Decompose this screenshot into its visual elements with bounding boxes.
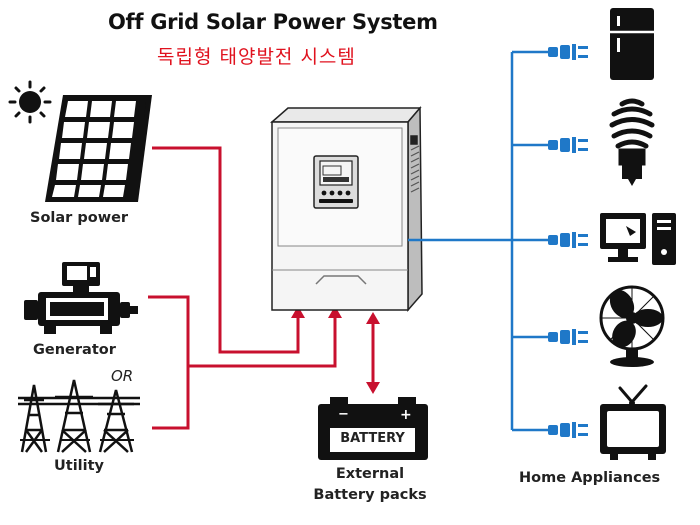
or-label: OR [111, 367, 134, 385]
light-bulb-icon [609, 98, 655, 187]
home-appliances-label: Home Appliances [519, 470, 661, 486]
output-lines [408, 50, 548, 432]
input-arrowheads [291, 306, 380, 394]
battery-label-line1: External [335, 466, 405, 482]
utility-label: Utility [54, 458, 104, 474]
generator-icon [24, 262, 138, 334]
computer-icon [600, 213, 676, 265]
sun-icon [8, 80, 52, 124]
solar-panel-icon [45, 95, 152, 202]
power-tower-icon [18, 379, 140, 453]
battery-label-line2: Battery packs [313, 487, 427, 503]
input-lines [148, 146, 375, 430]
page-subtitle: 독립형 태양발전 시스템 [157, 46, 356, 68]
svg-text:−: − [338, 407, 349, 422]
refrigerator-icon [610, 8, 654, 80]
battery-badge-text: BATTERY [340, 431, 405, 446]
tv-icon [600, 384, 666, 460]
inverter-unit [270, 105, 423, 312]
fan-icon [599, 285, 665, 367]
svg-text:+: + [400, 407, 412, 423]
plug-icons [548, 44, 588, 438]
inverter-display-panel [313, 155, 359, 209]
battery-icon: − + [318, 397, 428, 460]
solar-power-label: Solar power [30, 210, 129, 226]
generator-label: Generator [33, 342, 116, 358]
page-title: Off Grid Solar Power System [108, 10, 438, 34]
